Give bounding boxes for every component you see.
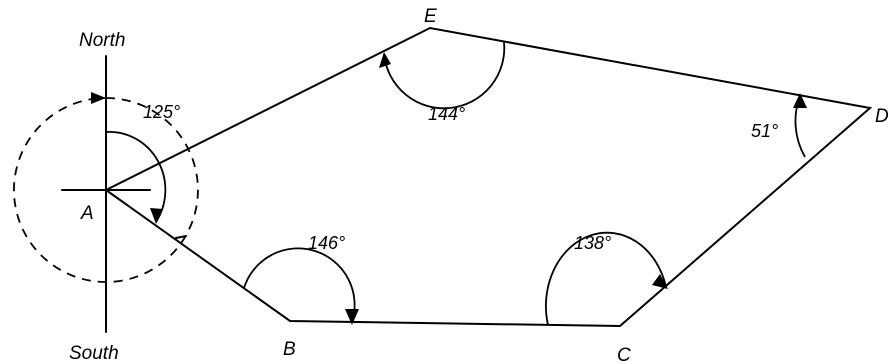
bearing-end-tick-a [175,235,187,239]
traverse-polygon [105,26,873,328]
angle-label-d: 51° [751,121,778,141]
bearing-circle-arrowhead [91,92,106,104]
angle-arrowhead-e [379,52,391,68]
vertex-label-e: E [424,6,437,27]
bearing-arc-a [105,131,167,223]
angle-label-b: 146° [308,233,345,253]
angle-arc-e [383,41,506,110]
bearing-circle [13,97,199,283]
angle-arrowhead-d [793,93,807,108]
angle-arc-b [243,247,356,323]
north-label: North [79,30,125,51]
south-label: South [69,343,119,364]
vertex-label-d: D [875,106,888,127]
vertex-label-a: A [80,203,94,224]
angle-label-c: 138° [574,233,611,253]
angle-arc-c [545,231,667,326]
angle-arrowhead-c [652,274,668,289]
angle-arrowhead-b [345,309,359,325]
vertex-label-b: B [283,339,296,360]
vertex-label-c: C [617,345,631,364]
bearing-arrowhead-a [150,208,163,224]
angle-label-e: 144° [428,104,465,124]
bearing-label-a: 125° [143,102,180,122]
